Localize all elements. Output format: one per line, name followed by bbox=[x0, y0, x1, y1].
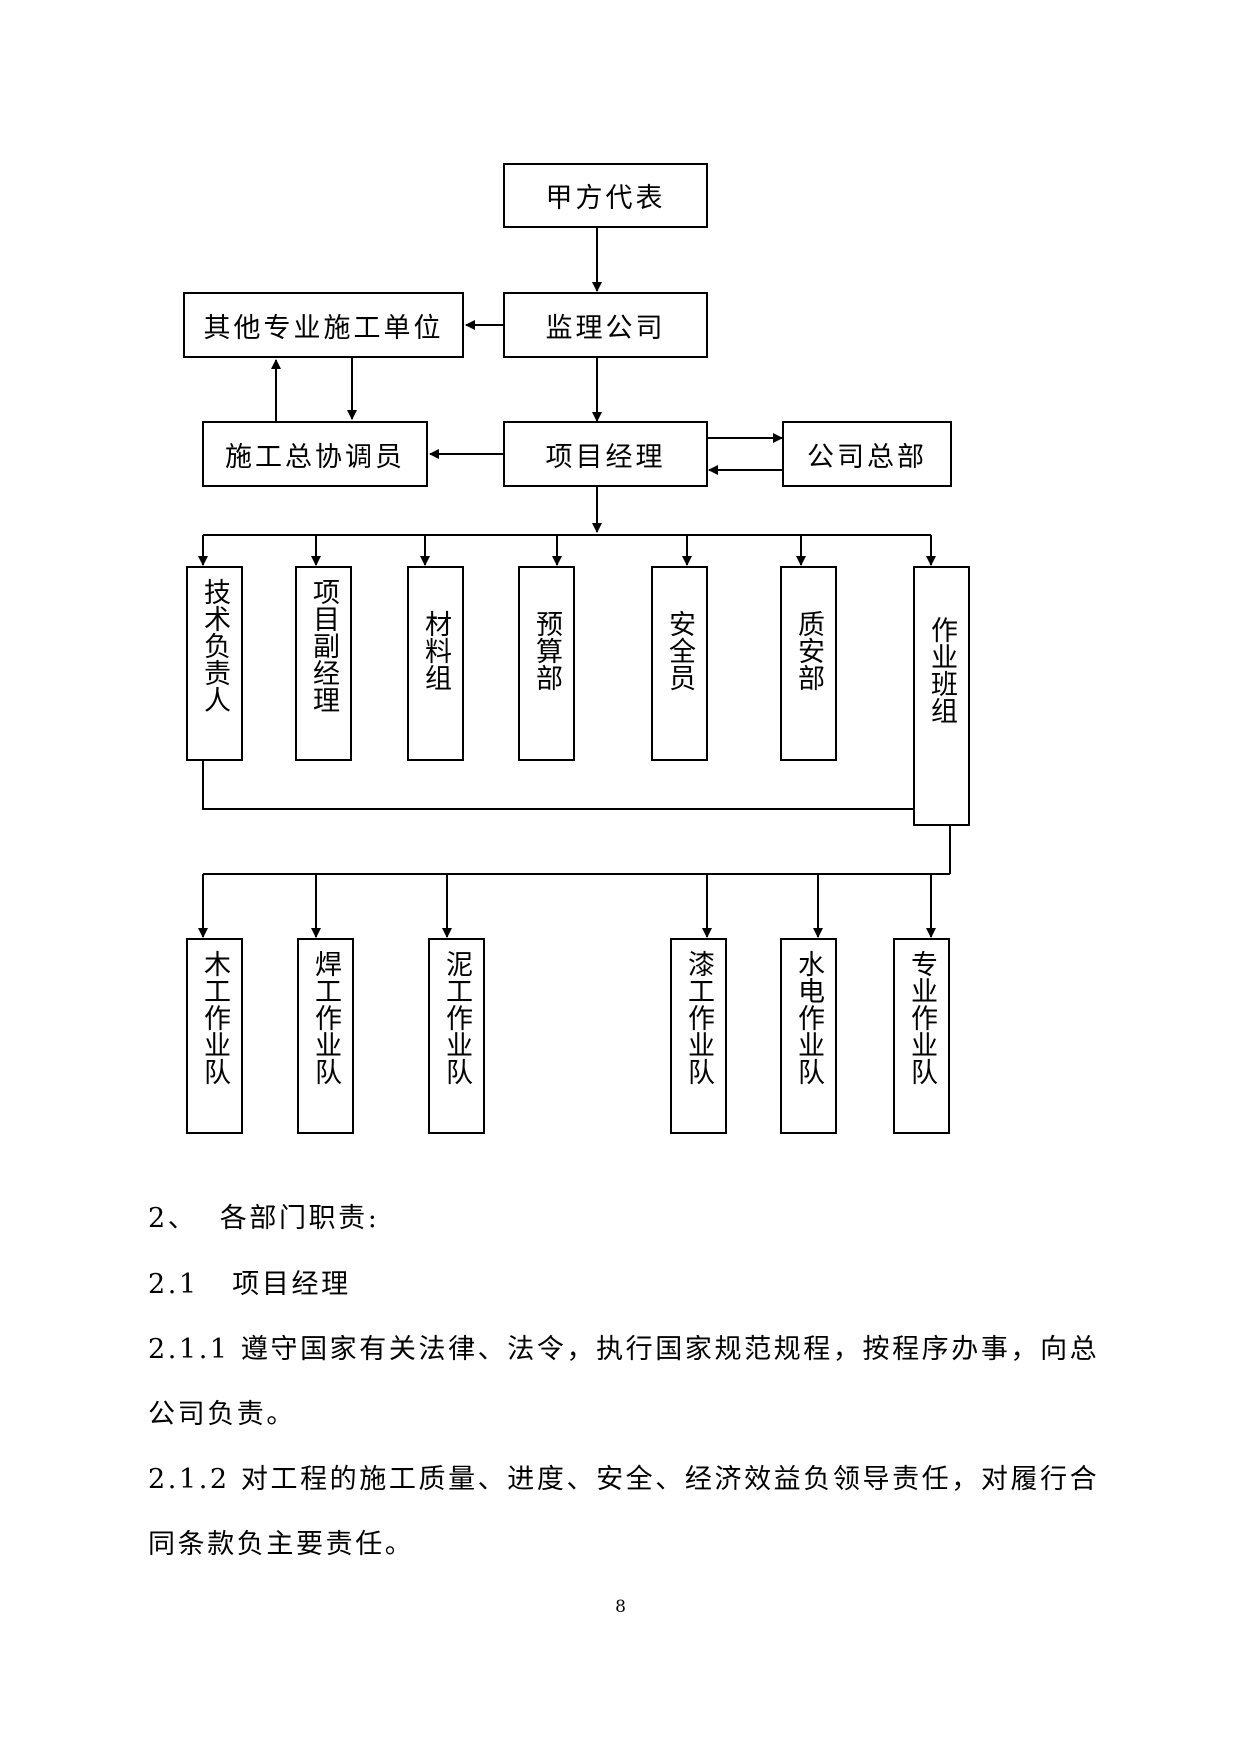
paragraph-2-1-2-line-2: 同条款负主要责任。 bbox=[148, 1529, 415, 1560]
team-label-3: 泥工作业队 bbox=[441, 950, 472, 1085]
dept-label-6: 质安部 bbox=[793, 610, 824, 691]
team-box-5: 水电作业队 bbox=[780, 938, 837, 1134]
dept-label-5: 安全员 bbox=[664, 610, 695, 691]
team-box-6: 专业作业队 bbox=[893, 938, 950, 1134]
paragraph-2-1-1-line-2: 公司负责。 bbox=[148, 1399, 296, 1430]
dept-box-3: 材料组 bbox=[407, 566, 464, 761]
team-label-6: 专业作业队 bbox=[906, 950, 937, 1085]
dept-label-7: 作业班组 bbox=[926, 616, 957, 724]
team-label-1: 木工作业队 bbox=[199, 950, 230, 1085]
dept-label-3: 材料组 bbox=[420, 610, 451, 691]
dept-box-4: 预算部 bbox=[518, 566, 575, 761]
team-label-5: 水电作业队 bbox=[793, 950, 824, 1085]
team-label-4: 漆工作业队 bbox=[683, 950, 714, 1085]
dept-box-5: 安全员 bbox=[651, 566, 708, 761]
team-label-2: 焊工作业队 bbox=[310, 950, 341, 1085]
box-qita: 其他专业施工单位 bbox=[183, 292, 464, 358]
box-xietiao: 施工总协调员 bbox=[202, 421, 428, 487]
team-box-3: 泥工作业队 bbox=[428, 938, 485, 1134]
box-jiafang: 甲方代表 bbox=[503, 163, 708, 228]
dept-box-7: 作业班组 bbox=[913, 566, 970, 826]
dept-box-6: 质安部 bbox=[780, 566, 837, 761]
box-jianli: 监理公司 bbox=[503, 292, 708, 358]
paragraph-2-1-1-line-1: 2.1.1 遵守国家有关法律、法令，执行国家规范规程，按程序办事，向总 bbox=[148, 1334, 1100, 1365]
team-box-2: 焊工作业队 bbox=[297, 938, 354, 1134]
box-jingli: 项目经理 bbox=[503, 421, 708, 487]
team-box-1: 木工作业队 bbox=[186, 938, 243, 1134]
subsection-heading: 2.1 项目经理 bbox=[148, 1269, 351, 1300]
team-box-4: 漆工作业队 bbox=[670, 938, 727, 1134]
section-heading: 2、 各部门职责: bbox=[148, 1203, 380, 1234]
page-number: 8 bbox=[615, 1597, 626, 1617]
link-jishu-zuoye bbox=[202, 760, 913, 810]
dept-box-1: 技术负责人 bbox=[186, 566, 243, 761]
dept-label-2: 项目副经理 bbox=[308, 578, 339, 713]
paragraph-2-1-2-line-1: 2.1.2 对工程的施工质量、进度、安全、经济效益负领导责任，对履行合 bbox=[148, 1464, 1100, 1495]
dept-box-2: 项目副经理 bbox=[295, 566, 352, 761]
dept-label-4: 预算部 bbox=[531, 610, 562, 691]
dept-label-1: 技术负责人 bbox=[199, 578, 230, 713]
box-zongbu: 公司总部 bbox=[782, 421, 952, 487]
